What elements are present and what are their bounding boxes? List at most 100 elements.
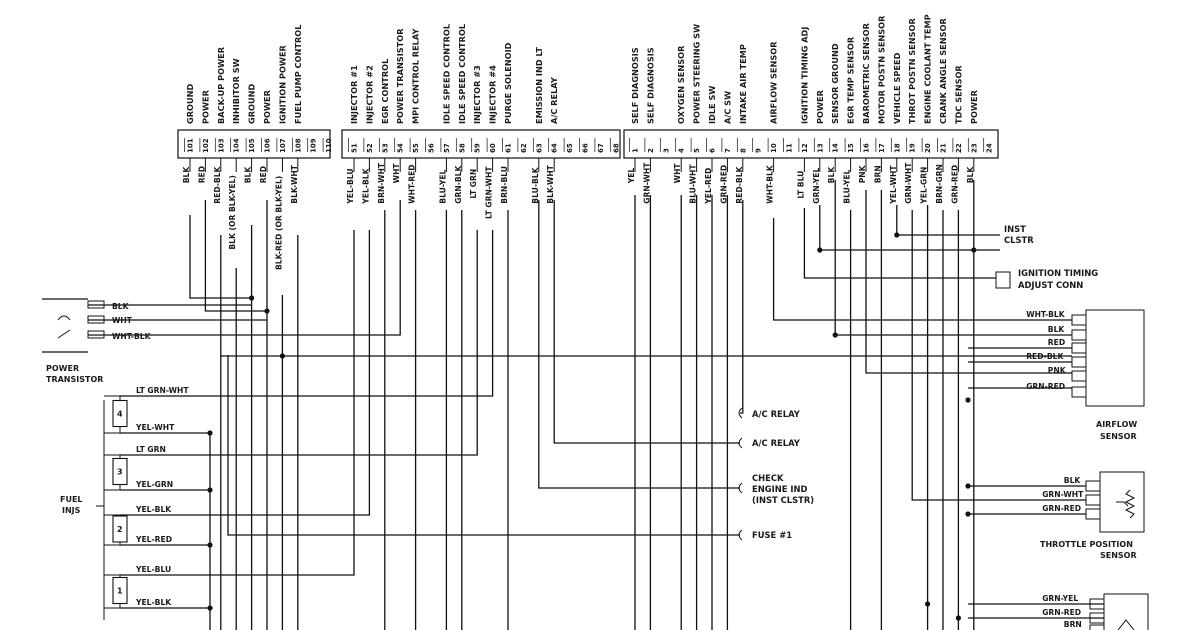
wire-color-102: RED: [197, 166, 206, 183]
airflow-wire-4: PNK: [1048, 366, 1067, 375]
splice-dot: [817, 247, 823, 253]
pin-number-17: 17: [878, 143, 886, 153]
wire-emission-63: [538, 200, 740, 489]
pt-wire-wht-blk-run: [88, 200, 401, 336]
ign-timing-label-2: ADJUST CONN: [1018, 280, 1083, 290]
power-transistor-label: POWER: [46, 364, 79, 373]
pin-label-14: SENSOR GROUND: [830, 43, 840, 124]
pin-label-51: INJECTOR #1: [349, 65, 359, 124]
pin-number-67: 67: [597, 143, 605, 153]
pin-label-7: A/C SW: [722, 91, 732, 124]
inj-4-top-lead: [104, 395, 121, 401]
pin-label-52: INJECTOR #2: [364, 65, 374, 124]
ign-timing-label: IGNITION TIMING: [1018, 268, 1098, 278]
splice-dot: [832, 332, 838, 338]
terminal-arrow: [738, 437, 743, 449]
airflow-wire-1: BLK: [1048, 325, 1066, 334]
splice-dot: [971, 247, 977, 253]
inj-4-bot-wire: YEL-WHT: [135, 423, 175, 432]
bottom-wire-2: BRN: [1064, 620, 1082, 629]
wire-color-8: RED-BLK: [735, 165, 744, 203]
pin-number-62: 62: [520, 143, 528, 153]
wire-color-53: BRN-WHT: [377, 162, 386, 204]
wire-color-52: YEL-BLK: [361, 167, 370, 204]
right-components: INST CLSTR IGNITION TIMING ADJUST CONN A…: [995, 224, 1149, 630]
pin-number-51: 51: [351, 143, 359, 153]
splice-dot: [249, 295, 255, 301]
fuel-injectors: FUEL INJS: [60, 400, 105, 620]
pin-number-14: 14: [832, 143, 840, 153]
pin-label-6: IDLE SW: [707, 86, 717, 124]
airflow-wire-0: WHT-BLK: [1026, 310, 1066, 319]
pin-label-13: POWER: [815, 89, 825, 124]
airflow-pin-0: [1071, 314, 1087, 326]
inj-3-signal: [120, 230, 478, 456]
pin-label-57: IDLE SPEED CONTROL: [441, 24, 451, 124]
pin-number-13: 13: [816, 143, 824, 153]
inj-3-bot-lead: [104, 484, 121, 491]
wire-color-108: BLK-WHT: [290, 164, 299, 203]
airflow-wire-5: GRN-RED: [1026, 382, 1065, 391]
inj-1-bot-lead: [104, 603, 121, 609]
pin-number-63: 63: [535, 143, 543, 153]
pin-number-109: 109: [310, 138, 318, 153]
inj-4-signal: [120, 230, 494, 397]
check-engine-label-2: ENGINE IND: [752, 484, 807, 494]
pin-label-8: INTAKE AIR TEMP: [738, 44, 748, 124]
wire-color-106: RED: [259, 166, 268, 183]
power-transistor: POWER TRANSISTOR BLK WHT WHT-BLK: [42, 298, 152, 384]
inst-clstr-label-2: CLSTR: [1004, 235, 1034, 245]
pin-number-68: 68: [612, 143, 620, 153]
fuel-injs-label-2: INJS: [62, 506, 81, 515]
inj-1-bot-wire: YEL-BLK: [135, 598, 172, 607]
airflow-sensor-body: [1085, 309, 1145, 407]
wire-color-57: BLU-YEL: [438, 169, 447, 203]
inj-2-signal: [120, 230, 371, 516]
inj-4-bot-lead: [104, 426, 121, 434]
pin-number-57: 57: [443, 143, 451, 153]
terminal-arrow: [738, 407, 743, 419]
wire-color-51: YEL-BLU: [346, 168, 355, 204]
pin-number-22: 22: [955, 143, 963, 153]
pin-label-105: GROUND: [247, 84, 257, 124]
pin-label-5: POWER STEERING SW: [692, 24, 702, 124]
pin-number-108: 108: [294, 138, 302, 153]
pin-number-9: 9: [755, 148, 763, 153]
connector-g3: [623, 129, 999, 159]
wire-power-102: [204, 200, 267, 312]
pin-label-59: INJECTOR #3: [472, 65, 482, 124]
wire-color-12: LT BLU: [796, 171, 805, 199]
airflow-pin-5: [1071, 386, 1087, 398]
wire-color-15: BLU-YEL: [843, 169, 852, 203]
wire-color-16: PNK: [858, 164, 867, 183]
pin-number-66: 66: [582, 143, 590, 153]
pin-label-107: IGNITION POWER: [277, 44, 287, 124]
pin-number-103: 103: [217, 138, 225, 153]
throttle-pin-2: [1085, 508, 1101, 520]
pin-number-59: 59: [474, 143, 482, 153]
wire-ign-timing-12: [803, 208, 996, 279]
wire-color-105: BLK: [244, 166, 253, 184]
inj-3-bot-wire: YEL-GRN: [135, 480, 173, 489]
pin-number-18: 18: [893, 143, 901, 153]
pin-number-102: 102: [202, 138, 210, 153]
bottom-wire-0: GRN-YEL: [1042, 594, 1078, 603]
pin-label-1: SELF DIAGNOSIS: [630, 47, 640, 124]
pin-number-11: 11: [786, 143, 794, 153]
pin-label-55: MPI CONTROL RELAY: [411, 28, 421, 124]
wire-color-5: BLU-WHT: [689, 164, 698, 204]
pin-number-7: 7: [724, 148, 732, 153]
pin-label-10: AIRFLOW SENSOR: [769, 41, 779, 124]
pin-label-15: EGR TEMP SENSOR: [846, 36, 856, 124]
wire-color-64: BLK-WHT: [546, 164, 555, 203]
wire-color-1: YEL: [627, 168, 636, 185]
connector-g2: [341, 129, 621, 159]
inj-2-top-wire: YEL-BLK: [135, 505, 172, 514]
airflow-pin-4: [1071, 370, 1087, 382]
wire-color-23: BLK: [966, 166, 975, 184]
wire-color-63: BLU-BLK: [531, 166, 540, 203]
wire-color-7: GRN-RED: [719, 165, 728, 204]
throttle-wire-1: GRN-WHT: [1042, 490, 1084, 499]
airflow-pin-1: [1071, 329, 1087, 341]
